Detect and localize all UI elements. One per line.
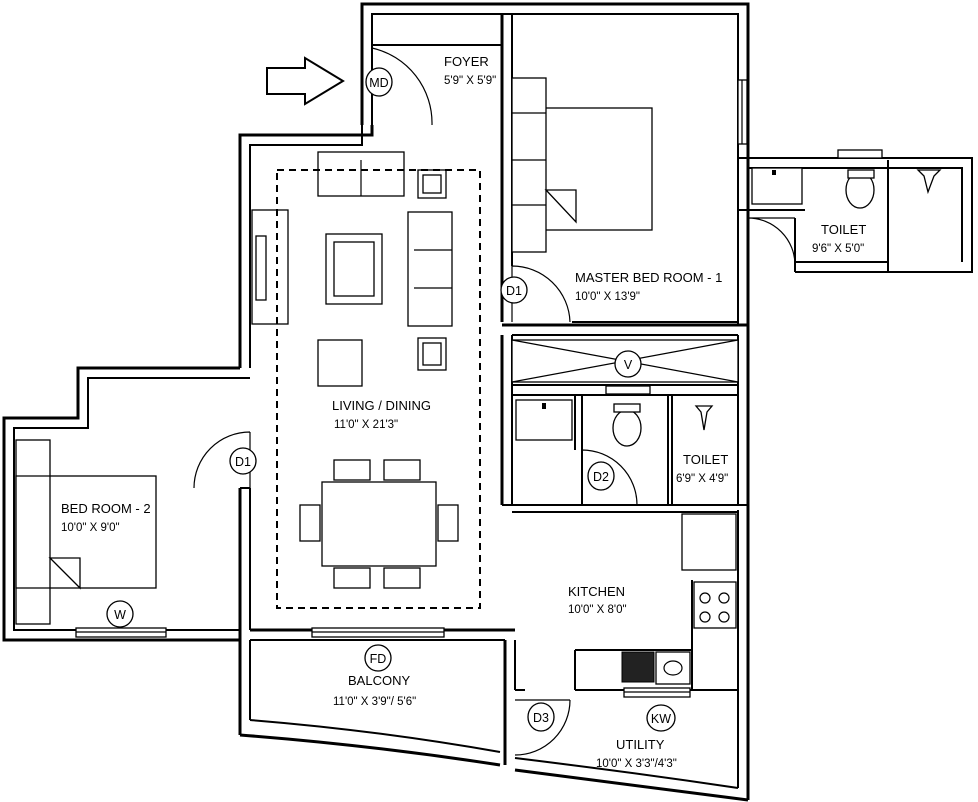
master-toilet-size: 9'6" X 5'0" bbox=[812, 243, 864, 255]
svg-text:FD: FD bbox=[370, 652, 387, 666]
svg-text:D1: D1 bbox=[235, 455, 251, 469]
master-bedroom-name: MASTER BED ROOM - 1 bbox=[575, 270, 722, 285]
entry-arrow-icon bbox=[266, 56, 345, 106]
foyer-name: FOYER bbox=[444, 54, 489, 69]
master-bedroom-size: 10'0" X 13'9" bbox=[575, 291, 640, 303]
tag-d1-bedroom2: D1 bbox=[229, 447, 257, 475]
balcony-name: BALCONY bbox=[348, 673, 410, 688]
tag-fd: FD bbox=[364, 644, 392, 672]
tag-d3: D3 bbox=[527, 702, 555, 732]
room-labels: FOYER 5'9" X 5'9" MASTER BED ROOM - 1 10… bbox=[61, 54, 866, 770]
master-toilet-name: TOILET bbox=[821, 222, 866, 237]
openings bbox=[75, 47, 883, 756]
svg-text:D2: D2 bbox=[593, 470, 609, 484]
tag-d2: D2 bbox=[587, 461, 615, 491]
living-dining-name: LIVING / DINING bbox=[332, 398, 431, 413]
kitchen-size: 10'0" X 8'0" bbox=[568, 604, 627, 616]
balcony-size: 11'0" X 3'9"/ 5'6" bbox=[333, 696, 416, 708]
tag-v: V bbox=[614, 350, 642, 378]
furniture bbox=[15, 77, 942, 690]
foyer-size: 5'9" X 5'9" bbox=[444, 75, 496, 87]
svg-text:D3: D3 bbox=[533, 711, 549, 725]
tag-d1-master: D1 bbox=[500, 276, 528, 304]
tag-w: W bbox=[106, 600, 134, 628]
living-dining-size: 11'0" X 21'3" bbox=[334, 419, 398, 431]
toilet2-name: TOILET bbox=[683, 452, 728, 467]
svg-text:MD: MD bbox=[369, 76, 388, 90]
kitchen-name: KITCHEN bbox=[568, 584, 625, 599]
opening-tags: MD D1 D1 D2 D3 FD W V bbox=[106, 67, 676, 732]
tag-md: MD bbox=[365, 67, 393, 97]
svg-text:KW: KW bbox=[651, 712, 671, 726]
svg-text:V: V bbox=[624, 358, 633, 372]
utility-size: 10'0" X 3'3"/4'3" bbox=[596, 758, 677, 770]
bedroom2-size: 10'0" X 9'0" bbox=[61, 522, 120, 534]
tag-kw: KW bbox=[646, 704, 676, 732]
svg-text:D1: D1 bbox=[506, 284, 522, 298]
toilet2-size: 6'9" X 4'9" bbox=[676, 473, 728, 485]
utility-name: UTILITY bbox=[616, 737, 665, 752]
bedroom2-name: BED ROOM - 2 bbox=[61, 501, 151, 516]
svg-text:W: W bbox=[114, 608, 126, 622]
